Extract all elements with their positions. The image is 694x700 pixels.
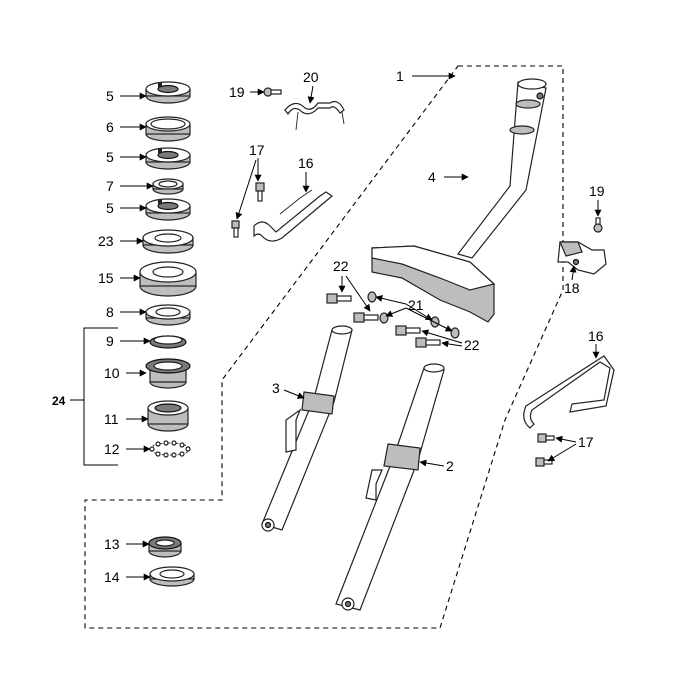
callout-23: 23	[98, 233, 114, 249]
group-24-bracket	[83, 327, 118, 466]
part-17-bolts-left	[231, 182, 265, 238]
callout-7: 7	[106, 178, 114, 194]
part-12-ball-bearings	[149, 440, 191, 458]
part-13-lower-race	[148, 536, 182, 558]
part-14-seal-ring	[149, 566, 195, 587]
part-2-fork-leg-right	[335, 363, 445, 611]
callout-8: 8	[106, 304, 114, 320]
callout-9: 9	[106, 333, 114, 349]
callout-14: 14	[104, 569, 120, 585]
callout-17-right: 17	[578, 434, 594, 450]
part-10-bearing-cup	[145, 358, 191, 389]
part-5-top-nut	[145, 81, 191, 104]
part-20-clip	[284, 100, 345, 131]
part-8-ring	[145, 304, 191, 326]
part-19-small-bolt-right	[593, 217, 603, 233]
callout-24: 24	[52, 394, 66, 408]
callout-22-bottom: 22	[464, 337, 480, 353]
part-21-washers	[367, 291, 460, 339]
callout-19-top: 19	[229, 84, 245, 100]
callout-12: 12	[104, 441, 120, 457]
callout-18: 18	[564, 280, 580, 296]
callout-13: 13	[104, 536, 120, 552]
callout-20: 20	[303, 69, 319, 85]
callout-labels: 5 6 5 7 5 23 15 8 9 10 11 12 13 14 24 19…	[52, 68, 605, 585]
part-4-steering-stem	[371, 78, 547, 323]
right-leaders	[235, 72, 602, 467]
callout-15: 15	[98, 270, 114, 286]
part-17-bolts-right	[535, 433, 555, 467]
callout-17-left: 17	[249, 142, 265, 158]
callout-21: 21	[408, 297, 424, 313]
part-16-hose-guide-left	[253, 189, 333, 242]
part-3-fork-leg-left	[261, 325, 353, 532]
part-5-middle-nut	[145, 147, 191, 170]
part-18-bracket-clip	[557, 241, 607, 275]
part-16-hose-guide-right	[523, 355, 615, 429]
callout-3: 3	[272, 380, 280, 396]
part-5-lower-nut	[145, 198, 191, 221]
left-leaders	[120, 92, 154, 581]
callout-10: 10	[104, 365, 120, 381]
callout-2: 2	[446, 458, 454, 474]
callout-1: 1	[396, 68, 404, 84]
part-6-spacer-ring	[145, 116, 191, 142]
part-19-small-bolt-top	[263, 87, 282, 97]
callout-6: 6	[106, 119, 114, 135]
callout-11: 11	[104, 411, 119, 427]
callout-5-top: 5	[106, 88, 114, 104]
part-15-seal	[139, 261, 197, 297]
callout-4: 4	[428, 169, 436, 185]
part-7-washer	[152, 178, 184, 195]
callout-19-right: 19	[589, 183, 605, 199]
part-9-ball-race	[149, 335, 187, 349]
callout-16-left: 16	[298, 155, 314, 171]
part-22-bolts	[326, 293, 441, 348]
assembly-boundary	[84, 65, 564, 629]
callout-5-middle: 5	[106, 149, 114, 165]
callout-16-right: 16	[588, 328, 604, 344]
part-23-dust-cover	[142, 229, 194, 254]
part-11-lower-cup	[147, 400, 189, 432]
callout-5-lower: 5	[106, 200, 114, 216]
callout-22-top: 22	[333, 258, 349, 274]
